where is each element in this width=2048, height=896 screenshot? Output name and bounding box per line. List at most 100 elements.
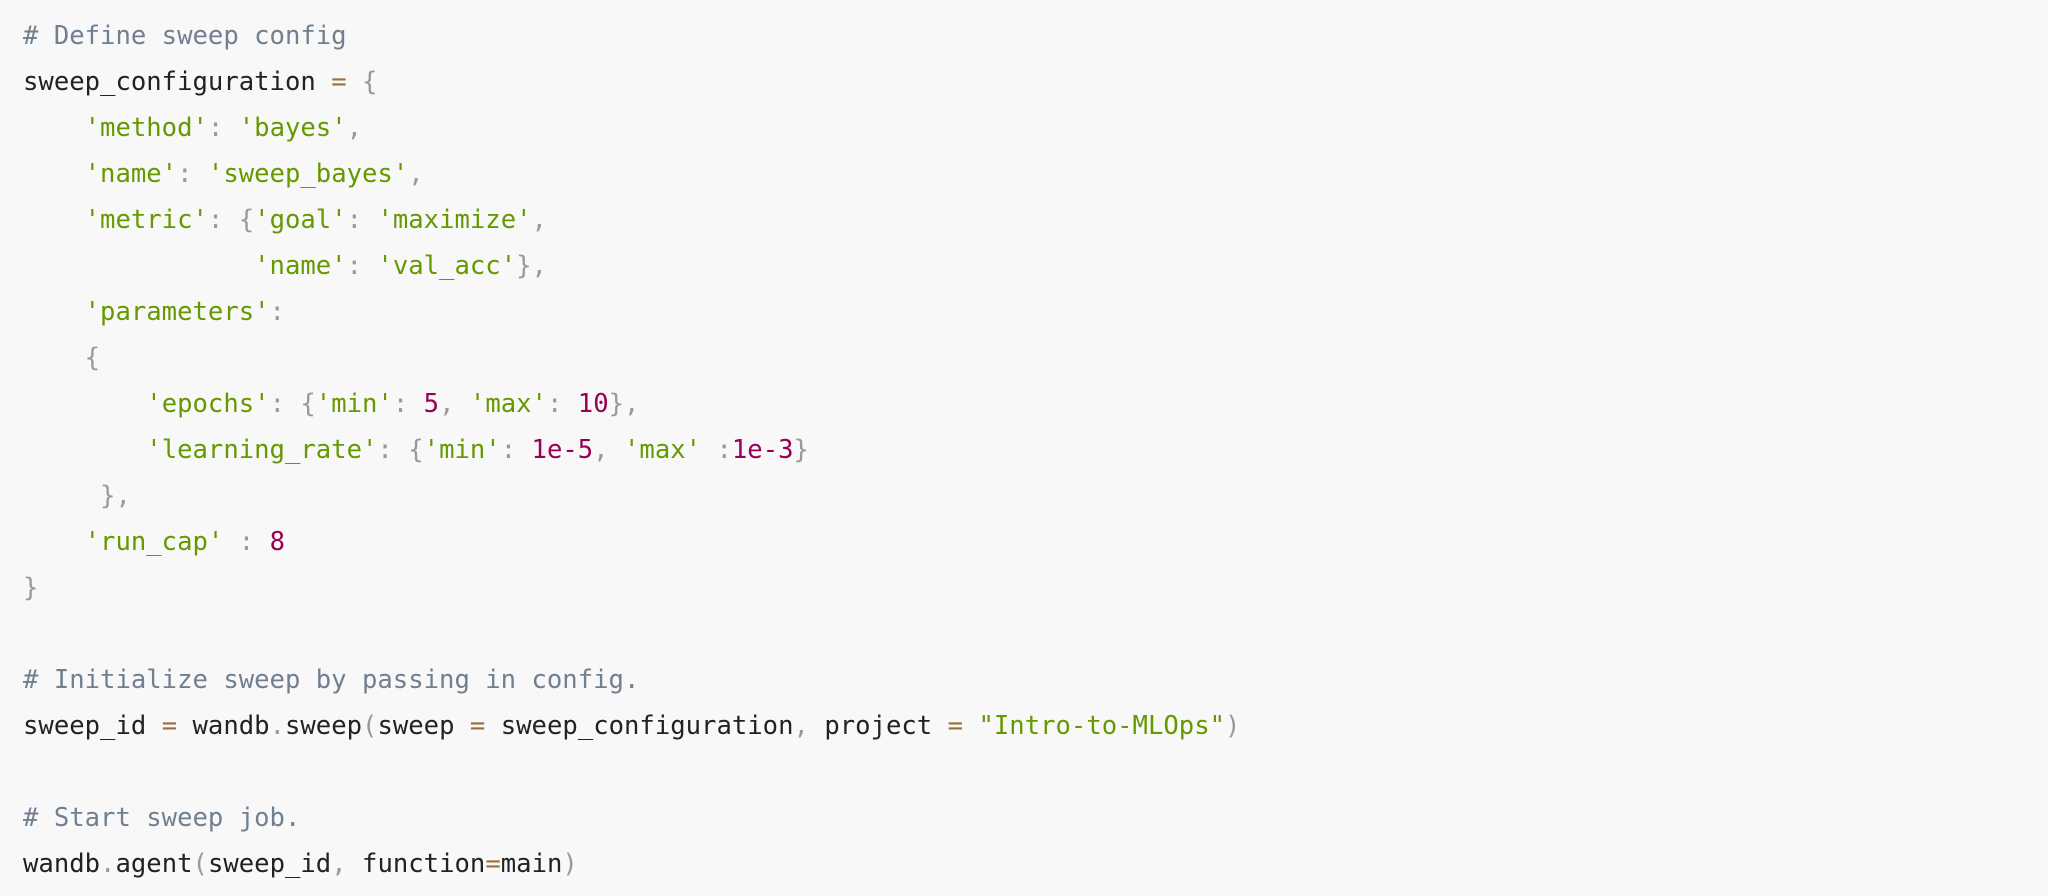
string-literal: 'learning_rate' [146,435,378,465]
code-line: 'learning_rate': {'min': 1e-5, 'max' :1e… [23,427,2048,473]
punctuation: : { [269,389,316,419]
code-text: wandb [23,849,101,879]
punctuation: : { [377,435,424,465]
code-text [23,205,85,235]
punctuation: ) [1225,711,1241,741]
punctuation: : [223,527,270,557]
code-text [23,159,85,189]
string-literal: 'sweep_bayes' [207,159,409,189]
string-literal: 'goal' [254,205,347,235]
number-literal: 8 [269,527,285,557]
code-line: # Start sweep job. [23,795,2048,841]
code-comment: # Initialize sweep by passing in config. [23,665,640,695]
code-line [23,611,2048,657]
punctuation: }, [608,389,640,419]
number-literal: 1e-5 [531,435,594,465]
punctuation: , [408,159,424,189]
punctuation: , [793,711,825,741]
punctuation: { [84,343,101,373]
code-text [23,251,254,281]
code-text: sweep_id [207,849,332,879]
punctuation: : { [207,205,255,235]
code-text: project [824,711,948,741]
operator: = [947,711,964,741]
code-text: sweep [284,711,363,741]
punctuation: : [701,435,732,465]
code-line: sweep_configuration = { [23,59,2048,105]
string-literal: 'min' [315,389,393,419]
code-line: }, [23,473,2048,519]
number-literal: 10 [577,389,609,419]
punctuation: { [362,67,378,97]
code-text: main [500,849,563,879]
code-line [23,749,2048,795]
operator: = [331,67,347,97]
string-literal: 'epochs' [146,389,270,419]
code-text [23,389,146,419]
string-literal: 'name' [254,251,347,281]
punctuation: } [793,435,809,465]
number-literal: 1e-3 [731,435,794,465]
string-literal: 'min' [423,435,501,465]
punctuation: }, [516,251,547,281]
string-literal: 'parameters' [84,297,270,327]
code-text: sweep [377,711,470,741]
punctuation: : [346,205,378,235]
code-text [23,527,85,557]
number-literal: 5 [423,389,440,419]
string-literal: 'maximize' [377,205,532,235]
code-line: 'metric': {'goal': 'maximize', [23,197,2048,243]
punctuation: . [269,711,285,741]
code-line: 'run_cap' : 8 [23,519,2048,565]
code-text [23,343,85,373]
code-line: 'name': 'sweep_bayes', [23,151,2048,197]
punctuation: , [531,205,547,235]
code-text [23,481,100,511]
punctuation: : [269,297,285,327]
code-line: # Initialize sweep by passing in config. [23,657,2048,703]
punctuation: ( [362,711,378,741]
code-text: sweep_configuration [23,67,332,97]
code-text: sweep_configuration [485,711,794,741]
punctuation: : [346,251,378,281]
string-literal: 'method' [84,113,208,143]
punctuation: , [593,435,624,465]
code-text: function [362,849,486,879]
code-text: agent [115,849,193,879]
code-text [347,67,362,97]
punctuation: : [500,435,532,465]
string-literal: "Intro-to-MLOps" [978,711,1226,741]
punctuation: }, [100,481,131,511]
code-text [23,113,85,143]
punctuation: , [346,113,363,143]
operator: = [469,711,486,741]
code-text [963,711,978,741]
punctuation: ) [562,849,578,879]
code-comment: # Start sweep job. [23,803,301,833]
string-literal: 'max' [624,435,702,465]
code-text: wandb [177,711,270,741]
punctuation: ( [192,849,208,879]
punctuation: , [439,389,470,419]
code-line: sweep_id = wandb.sweep(sweep = sweep_con… [23,703,2048,749]
code-line: } [23,565,2048,611]
code-line: 'parameters': [23,289,2048,335]
string-literal: 'metric' [84,205,208,235]
code-comment: # Define sweep config [23,21,347,51]
punctuation: , [331,849,363,879]
string-literal: 'name' [84,159,178,189]
operator: = [485,849,501,879]
code-line: # Define sweep config [23,13,2048,59]
punctuation: : [207,113,239,143]
code-text [23,297,85,327]
code-line: 'epochs': {'min': 5, 'max': 10}, [23,381,2048,427]
string-literal: 'bayes' [238,113,347,143]
punctuation: . [100,849,116,879]
string-literal: 'max' [469,389,547,419]
punctuation: } [23,573,39,603]
punctuation: : [177,159,208,189]
code-line: wandb.agent(sweep_id, function=main) [23,841,2048,887]
code-text: sweep_id [23,711,162,741]
code-line: { [23,335,2048,381]
